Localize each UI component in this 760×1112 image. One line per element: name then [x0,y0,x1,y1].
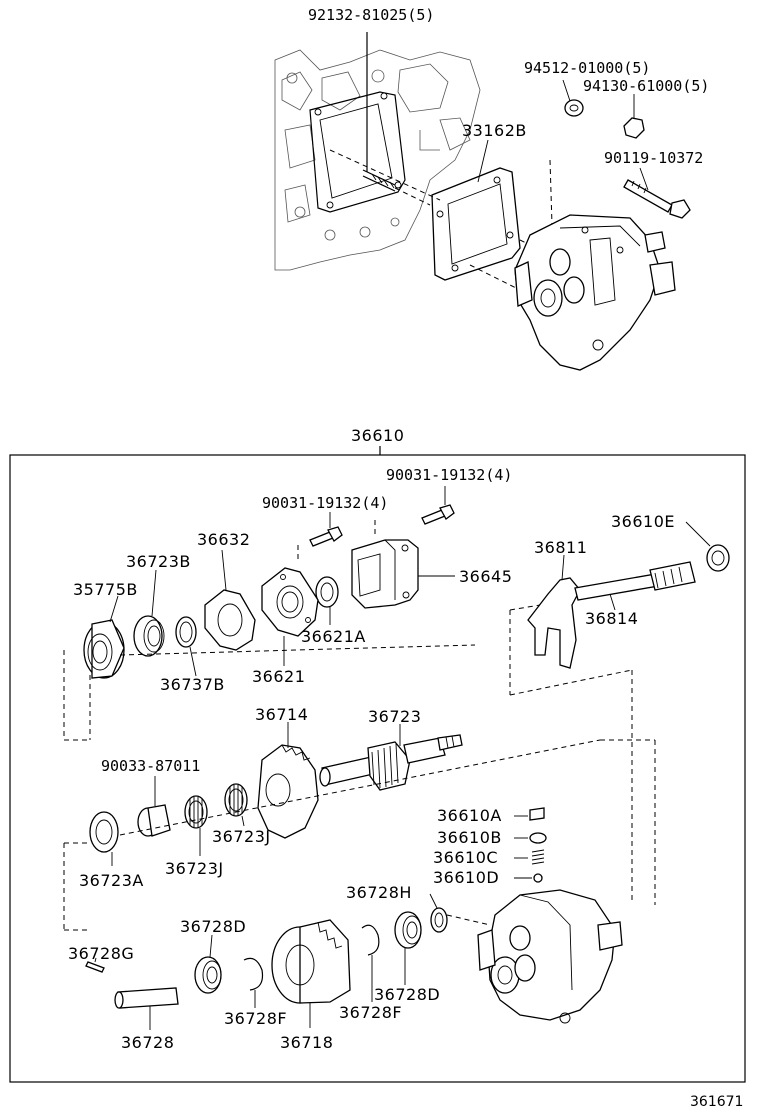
label-90033: 90033-87011 [101,757,200,775]
assembly-36610-frame [9,454,746,1083]
label-35775B: 35775B [73,580,138,599]
label-36610D: 36610D [433,868,499,887]
figure-reference-number: 361671 [690,1094,743,1110]
cover-36645 [351,539,455,609]
label-36728D-left: 36728D [180,917,246,936]
label-36610A: 36610A [437,806,502,825]
label-36811: 36811 [534,538,587,557]
gasket-36610B [514,832,547,844]
label-90031-right: 90031-19132(4) [386,466,512,484]
bearing-36723B [133,569,165,657]
extension-housing-top [514,214,676,371]
washer-94512 [562,79,584,117]
label-36728G: 36728G [68,944,134,963]
label-94130: 94130-61000(5) [583,77,709,95]
label-94512: 94512-01000(5) [524,59,650,77]
label-36645: 36645 [459,567,512,586]
label-36610E: 36610E [611,512,675,531]
label-36728: 36728 [121,1033,174,1052]
label-90119: 90119-10372 [604,149,703,167]
label-36610C: 36610C [433,848,498,867]
label-36723J-a: 36723J [212,827,271,846]
gear-36718 [271,919,351,1028]
ring-36728H [429,893,448,933]
oil-seal-36621A [315,576,339,625]
detent-plug-36610A [514,807,545,821]
label-36621A: 36621A [301,627,366,646]
snap-ring-36728F-left [243,957,264,1008]
retainer-36621 [261,567,319,666]
extension-housing-bottom [477,889,623,1024]
spring-36610C [514,849,545,865]
shift-shaft-36814 [574,561,696,611]
bearing-36723A [89,811,119,866]
needle-bearing-36723J-a [184,795,208,856]
label-36728F-right: 36728F [339,1003,402,1022]
sleeve-35775B [83,595,125,679]
bearing-36728D-left [194,934,222,994]
nut-94130 [623,94,645,139]
label-36621: 36621 [252,667,305,686]
label-36814: 36814 [585,609,638,628]
oil-seal-36610E [685,521,730,572]
label-36718: 36718 [280,1033,333,1052]
sleeve-90033 [137,776,171,837]
label-36610B: 36610B [437,828,502,847]
label-36714: 36714 [255,705,308,724]
shaft-36728 [114,987,179,1030]
countershaft-36723 [319,724,463,791]
shift-fork-36811 [527,554,581,669]
ring-36737B [175,616,197,677]
stud-bolt-92132 [362,32,396,192]
label-36632: 36632 [197,530,250,549]
snap-ring-36728F-right [361,924,380,1002]
bolt-90119 [623,167,691,219]
pin-36728G [85,957,105,973]
label-92132: 92132-81025(5) [308,6,434,24]
transmission-case-drawing [274,49,481,271]
ball-36610D [514,873,543,883]
label-36610: 36610 [351,426,404,445]
label-36723J-b: 36723J [165,859,224,878]
bearing-36728D-right [394,911,422,985]
gear-36714 [257,722,319,839]
needle-bearing-36723J-b [224,783,248,827]
gasket-36632 [204,549,256,651]
label-36728F-left: 36728F [224,1009,287,1028]
label-36723B: 36723B [126,552,191,571]
label-90031-left: 90031-19132(4) [262,494,388,512]
label-33162B: 33162B [462,121,527,140]
bolt-90031-right [421,486,455,525]
label-36728H: 36728H [346,883,412,902]
label-36737B: 36737B [160,675,225,694]
bolt-90031-left [309,512,343,547]
label-36728D-right: 36728D [374,985,440,1004]
label-36723: 36723 [368,707,421,726]
label-36723A: 36723A [79,871,144,890]
gasket-33162B [431,139,521,281]
